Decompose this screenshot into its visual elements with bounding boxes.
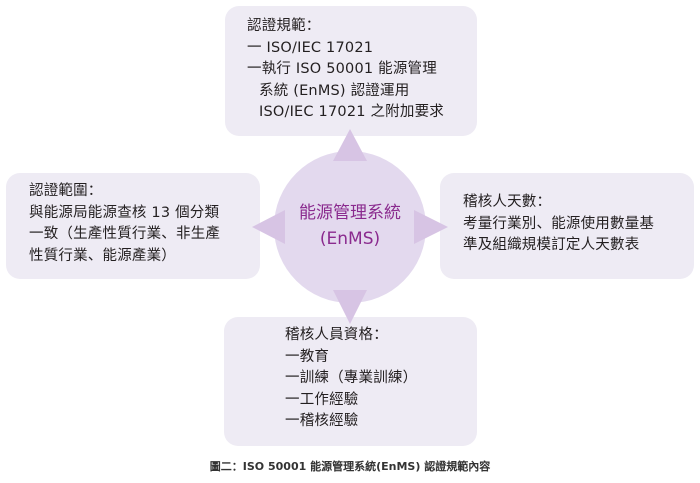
certification-scope-box: 認證範圍： 與能源局能源查核 13 個分類 一致（生產性質行業、非生產 性質行業… [6, 173, 260, 279]
certification-standards-box: 認證規範： 一 ISO/IEC 17021 一執行 ISO 50001 能源管理… [225, 6, 477, 136]
box-line: 一 ISO/IEC 17021 [247, 39, 374, 56]
box-line: 一訓練（專業訓練） [285, 370, 418, 386]
center-label: 能源管理系統 (EnMS) [275, 200, 425, 252]
center-subtitle: (EnMS) [319, 229, 381, 249]
box-heading: 稽核人天數： [463, 194, 552, 210]
box-line: ISO/IEC 17021 之附加要求 [259, 104, 444, 120]
auditor-qualification-box: 稽核人員資格： 一教育 一訓練（專業訓練） 一工作經驗 一稽核經驗 [224, 317, 477, 446]
audit-man-days-box: 稽核人天數： 考量行業別、能源使用數量基 準及組織規模訂定人天數表 [440, 173, 694, 279]
box-line: 考量行業別、能源使用數量基 [463, 215, 655, 232]
box-heading: 認證範圍： [29, 183, 103, 199]
figure-caption: 圖二：ISO 50001 能源管理系統(EnMS) 認證規範內容 [209, 460, 491, 473]
box-line: 一稽核經驗 [285, 413, 359, 429]
arrow-left-icon [252, 210, 285, 244]
box-line: 準及組織規模訂定人天數表 [463, 237, 640, 253]
box-line: 與能源局能源查核 13 個分類 [29, 204, 220, 221]
arrow-right-icon [414, 210, 448, 244]
arrow-up-icon [333, 129, 367, 161]
box-line: 一工作經驗 [285, 391, 359, 408]
box-line: 一執行 ISO 50001 能源管理 [247, 61, 437, 77]
center-circle [274, 151, 426, 303]
arrow-down-icon [333, 290, 367, 324]
box-line: 一致（生產性質行業、非生產 [29, 226, 221, 242]
center-title: 能源管理系統 [299, 203, 401, 223]
box-line: 性質行業、能源產業） [29, 247, 176, 264]
box-heading: 認證規範： [247, 18, 321, 34]
box-heading: 稽核人員資格： [285, 327, 388, 343]
box-line: 系統 (EnMS) 認證運用 [259, 82, 410, 99]
box-line: 一教育 [285, 348, 330, 365]
